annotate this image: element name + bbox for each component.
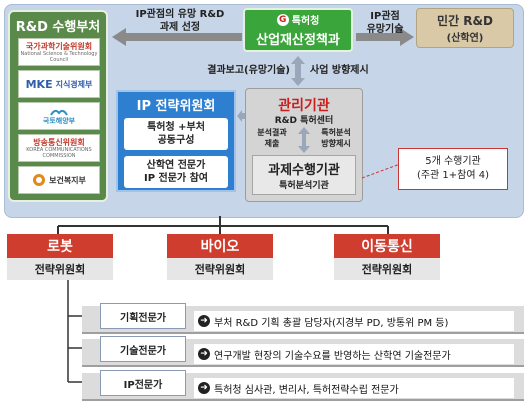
arrow-kipo-to-ministries xyxy=(112,28,242,46)
ip-committee-box: IP 전략위원회 특허청 +부처 공동구성 산학연 전문가 IP 전문가 참여 xyxy=(116,90,236,192)
management-agency-box: 관리기관 R&D 특허센터 분석결과 제출 특허분석 방향제시 과제수행기관 특… xyxy=(245,88,363,202)
expert-label: 기술전문가 xyxy=(100,336,186,362)
ministries-title: R&D 수행부처 xyxy=(15,19,101,35)
committee-name: 이동통신 xyxy=(334,234,440,258)
note-kipo-to-private: IP관점 유망기술 xyxy=(366,11,404,35)
ministry-mke: MKE 지식경제부 xyxy=(18,70,100,98)
ministry-name: 국토해양부 xyxy=(42,116,76,125)
arrow-circle-icon: ➜ xyxy=(198,382,210,394)
performer-title: 과제수행기관 xyxy=(268,163,340,178)
ministry-name: 보건복지부 xyxy=(49,175,86,185)
committee-sub: 전략위원회 xyxy=(7,258,113,280)
ministry-name: 국가과학기술위원회 xyxy=(25,41,93,51)
callout-line-1: 5개 수행기관 xyxy=(425,156,481,167)
private-rnd-title: 민간 R&D xyxy=(437,14,493,28)
expert-desc-wrap: ➜ 특허청 심사관, 변리사, 특허전략수립 전문가 xyxy=(194,378,514,398)
expert-row-ip: IP전문가 ➜ 특허청 심사관, 변리사, 특허전략수립 전문가 xyxy=(82,370,524,401)
kipo-logo-icon: G xyxy=(276,13,289,26)
callout-box: 5개 수행기관 (주관 1+참여 4) xyxy=(398,148,508,190)
committee-name: 바이오 xyxy=(167,234,273,258)
expert-row-technical: 기술전문가 ➜ 연구개발 현장의 기술수요를 반영하는 산학연 기술전문가 xyxy=(82,336,524,367)
committee-connector xyxy=(57,216,389,234)
callout-line-2: (주관 1+참여 4) xyxy=(416,170,490,181)
expert-desc: 특허청 심사관, 변리사, 특허전략수립 전문가 xyxy=(214,384,399,396)
performer-sub: 특허분석기관 xyxy=(279,181,329,191)
committee-robot: 로봇 전략위원회 xyxy=(7,234,113,280)
ip-committee-participants: 산학연 전문가 IP 전문가 참여 xyxy=(124,156,228,188)
kipo-logo-text: 특허청 xyxy=(291,16,320,27)
arrow-circle-icon: ➜ xyxy=(198,348,210,360)
arrow-kipo-to-private xyxy=(356,28,414,46)
private-rnd-box: 민간 R&D (산학연) xyxy=(416,8,514,48)
ministry-sub: National Science & Technology Council xyxy=(20,50,98,63)
ministry-sub: KOREA COMMUNICATIONS COMMISSION xyxy=(26,146,92,159)
ip-committee-title: IP 전략위원회 xyxy=(136,98,216,114)
committee-bio: 바이오 전략위원회 xyxy=(167,234,273,280)
ministry-mohw: 보건복지부 xyxy=(18,166,100,194)
kipo-division: 산업재산정책과 xyxy=(256,33,340,48)
committee-sub: 전략위원회 xyxy=(167,258,273,280)
expert-label: IP전문가 xyxy=(100,370,186,396)
mltm-logo-icon xyxy=(50,109,68,116)
private-rnd-sub: (산학연) xyxy=(446,33,484,44)
callout-connector xyxy=(362,163,400,179)
note-kipo-to-ministries: IP관점의 유망 R&D 과제 선정 xyxy=(135,9,225,33)
kipo-logo: G 특허청 xyxy=(276,12,320,27)
ministry-name: 지식경제부 xyxy=(55,79,93,89)
ministry-sub: MKE xyxy=(25,77,53,91)
note-patent-direction: 특허분석 방향제시 xyxy=(321,128,351,148)
expert-desc-wrap: ➜ 연구개발 현장의 기술수요를 반영하는 산학연 기술전문가 xyxy=(194,344,514,364)
kipo-box: G 특허청 산업재산정책과 xyxy=(243,8,353,52)
committee-sub: 전략위원회 xyxy=(334,258,440,280)
committee-name: 로봇 xyxy=(7,234,113,258)
ministry-name: 방송통신위원회 xyxy=(33,137,85,147)
arrow-kipo-management xyxy=(291,56,305,86)
mohw-logo-icon xyxy=(33,174,46,186)
ministry-mltm: 국토해양부 xyxy=(18,102,100,130)
expert-label: 기획전문가 xyxy=(100,303,186,329)
expert-row-planning: 기획전문가 ➜ 부처 R&D 기획 총괄 담당자(지경부 PD, 방통위 PM … xyxy=(82,303,524,334)
expert-desc: 부처 R&D 기획 총괄 담당자(지경부 PD, 방통위 PM 등) xyxy=(214,317,449,329)
arrow-committee-management xyxy=(237,110,247,122)
note-report: 결과보고(유망기술) xyxy=(207,65,290,76)
expert-desc-wrap: ➜ 부처 R&D 기획 총괄 담당자(지경부 PD, 방통위 PM 등) xyxy=(194,311,514,331)
management-agency-title: 관리기관 xyxy=(278,98,330,114)
arrow-circle-icon: ➜ xyxy=(198,315,210,327)
committee-mobile: 이동통신 전략위원회 xyxy=(334,234,440,280)
note-direction: 사업 방향제시 xyxy=(310,65,369,76)
note-analysis-submit: 분석결과 제출 xyxy=(257,128,287,148)
ip-committee-composition: 특허청 +부처 공동구성 xyxy=(124,118,228,150)
management-agency-sub: R&D 특허센터 xyxy=(274,116,334,126)
arrow-mgmt-vertical xyxy=(298,127,310,153)
performer-box: 과제수행기관 특허분석기관 xyxy=(252,155,356,195)
expert-desc: 연구개발 현장의 기술수요를 반영하는 산학연 기술전문가 xyxy=(214,350,451,362)
